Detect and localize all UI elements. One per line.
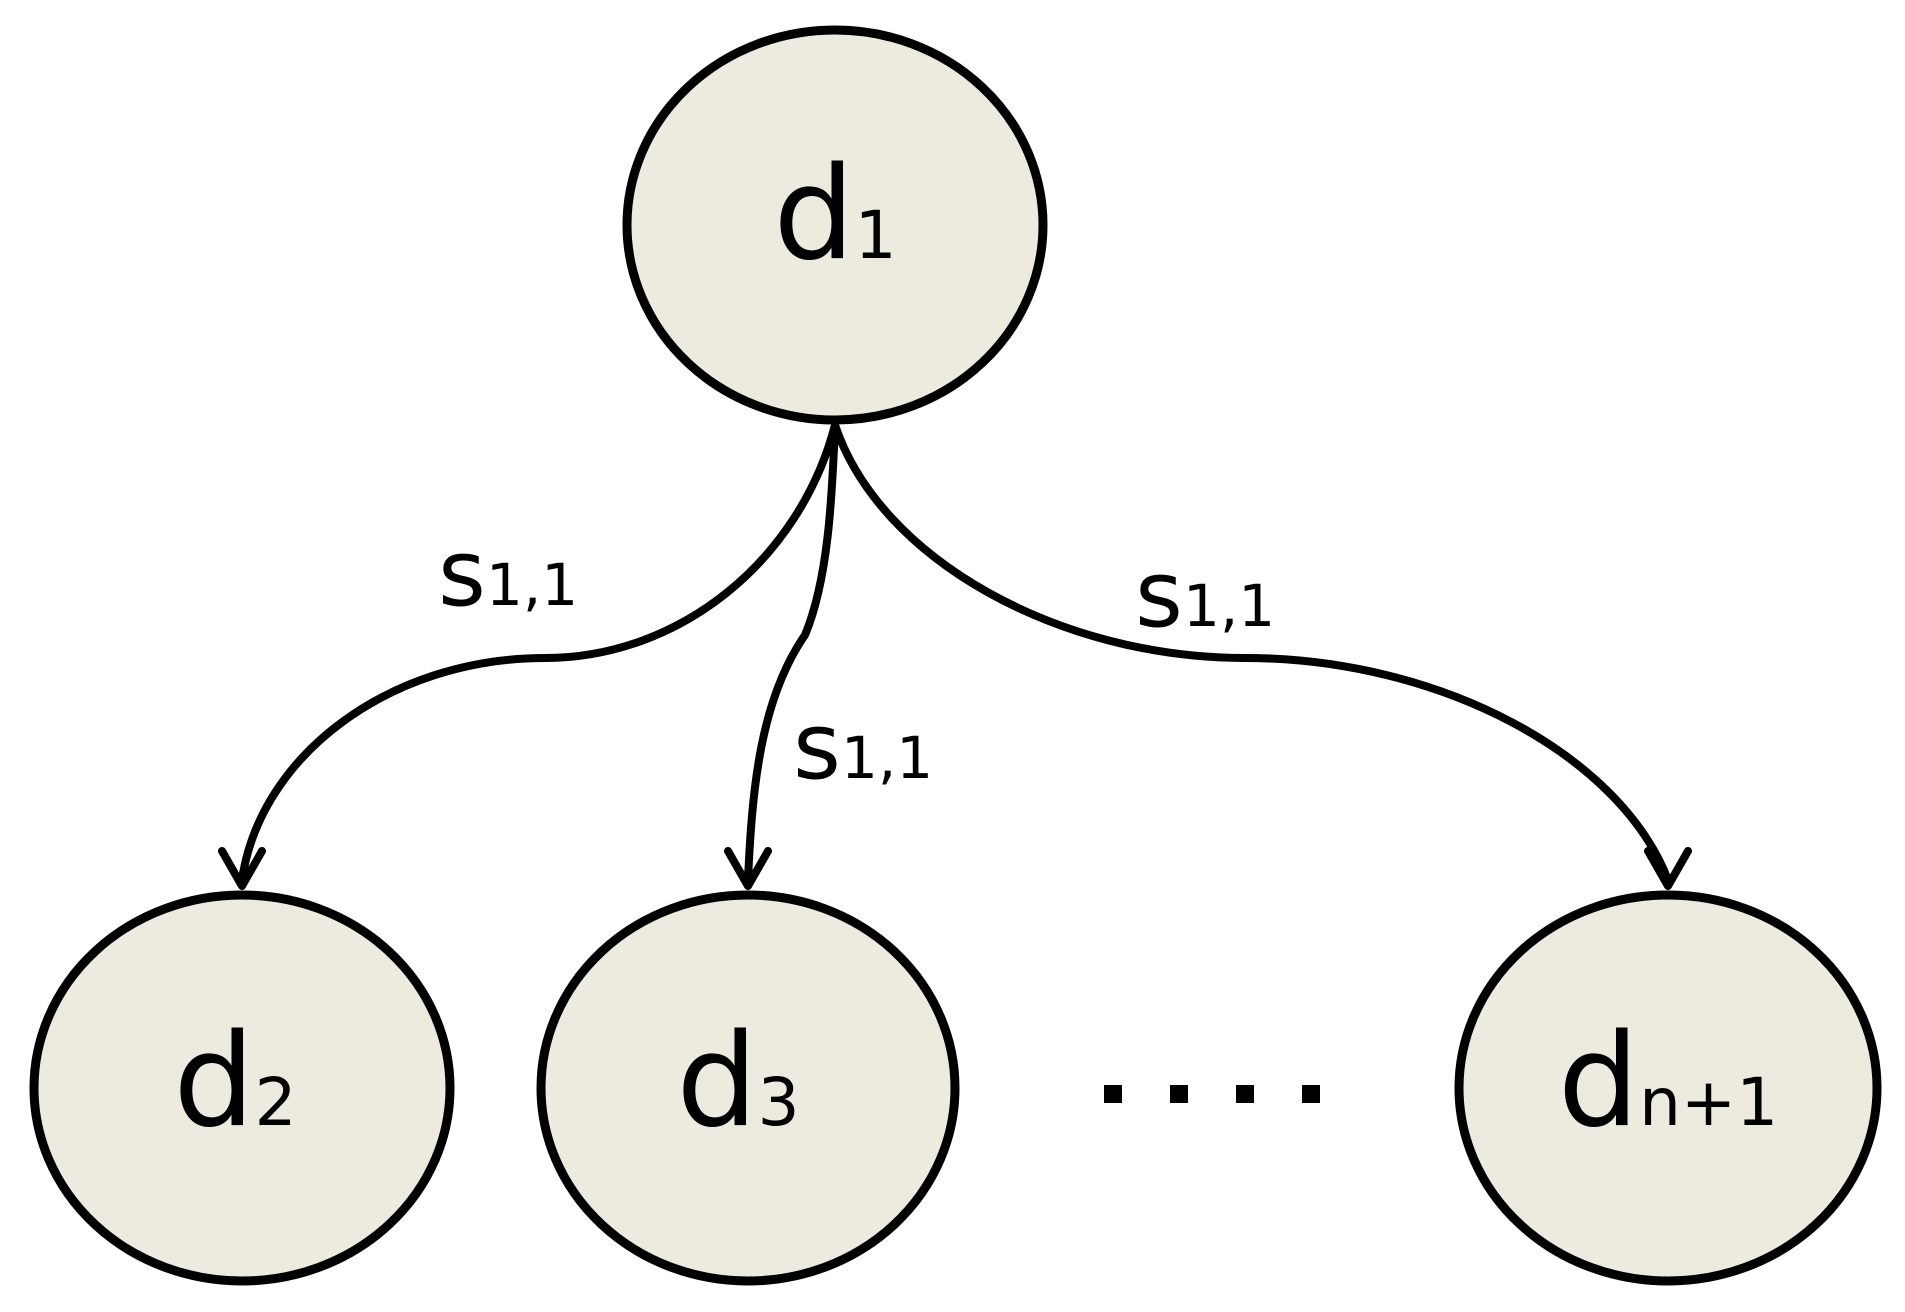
ellipsis-dot (1104, 1085, 1122, 1103)
edge-root-to-dn1 (831, 421, 1692, 890)
node-label: d2 (173, 1007, 296, 1156)
node-dn-plus-1: dn+1 (1454, 890, 1882, 1286)
node-ellipse (536, 890, 960, 1286)
node-ellipse (1454, 890, 1882, 1286)
ellipsis-dots: ···· (1104, 1085, 1320, 1103)
edge-label-to-d2: s1,1 (438, 520, 578, 627)
arrow-head (218, 847, 266, 890)
edge-root-to-d2 (218, 421, 839, 890)
node-label: d1 (773, 140, 896, 289)
edge-line (238, 421, 839, 884)
ellipsis-dot (1302, 1085, 1320, 1103)
node-d1: d1 (622, 25, 1048, 425)
arrow-head (724, 847, 772, 890)
edge-line (831, 421, 1672, 884)
edge-line (744, 421, 839, 884)
node-ellipse (622, 25, 1048, 425)
node-d3: d3 (536, 890, 960, 1286)
node-ellipse (29, 890, 455, 1286)
node-label: d3 (676, 1007, 799, 1156)
edge-label-to-d3: s1,1 (793, 693, 933, 800)
edge-label-to-dn1: s1,1 (1135, 541, 1275, 648)
edge-root-to-d3 (724, 421, 839, 890)
arrow-head (1644, 847, 1692, 890)
ellipsis-dot (1236, 1085, 1254, 1103)
node-d2: d2 (29, 890, 455, 1286)
ellipsis-dot (1170, 1085, 1188, 1103)
node-label: dn+1 (1558, 1007, 1778, 1156)
